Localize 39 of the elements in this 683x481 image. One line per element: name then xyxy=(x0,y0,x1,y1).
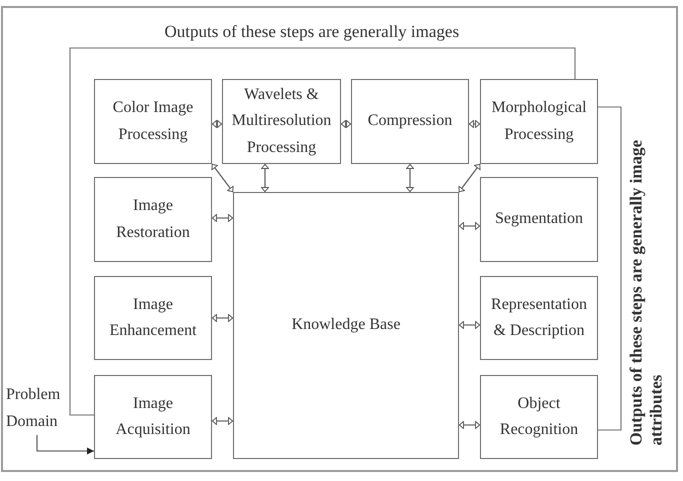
double-arrow xyxy=(458,222,480,230)
double-arrow xyxy=(212,417,234,425)
double-arrow xyxy=(340,120,352,128)
arrow xyxy=(36,435,94,454)
process-box xyxy=(94,177,212,262)
step-label: Image Acquisition xyxy=(114,394,192,440)
double-arrow xyxy=(212,314,234,322)
double-arrow xyxy=(212,214,234,222)
process-box xyxy=(480,375,598,459)
step-label: Morphological Processing xyxy=(490,98,588,144)
double-arrow xyxy=(458,321,480,329)
step-label: Knowledge Base xyxy=(292,315,400,336)
step-label: Representation & Description xyxy=(490,294,588,341)
step-label: Color Image Processing xyxy=(112,98,194,144)
step-label: Object Recognition xyxy=(498,394,580,440)
double-arrow xyxy=(458,164,481,192)
step-label: Segmentation xyxy=(495,209,583,230)
process-box xyxy=(351,79,469,164)
input-label: Problem Domain xyxy=(6,385,62,432)
process-box xyxy=(480,276,598,360)
step-label: Wavelets & Multiresolution Processing xyxy=(230,84,332,158)
connector-line xyxy=(598,106,622,431)
double-arrow xyxy=(211,164,234,192)
double-arrow xyxy=(468,120,480,128)
double-arrow xyxy=(212,120,222,128)
process-box xyxy=(233,192,459,459)
step-label: Image Enhancement xyxy=(108,294,198,341)
process-box xyxy=(94,79,212,164)
process-box xyxy=(94,276,212,360)
edge-label: Outputs of these steps are generally image attributes xyxy=(626,138,666,446)
step-label: Image Restoration xyxy=(115,196,191,242)
process-box xyxy=(222,79,341,164)
process-box xyxy=(94,375,212,459)
step-label: Compression xyxy=(368,111,452,132)
double-arrow xyxy=(458,421,480,429)
process-box xyxy=(480,177,598,262)
double-arrow xyxy=(406,164,414,192)
double-arrow xyxy=(261,164,269,192)
process-box xyxy=(480,79,598,164)
